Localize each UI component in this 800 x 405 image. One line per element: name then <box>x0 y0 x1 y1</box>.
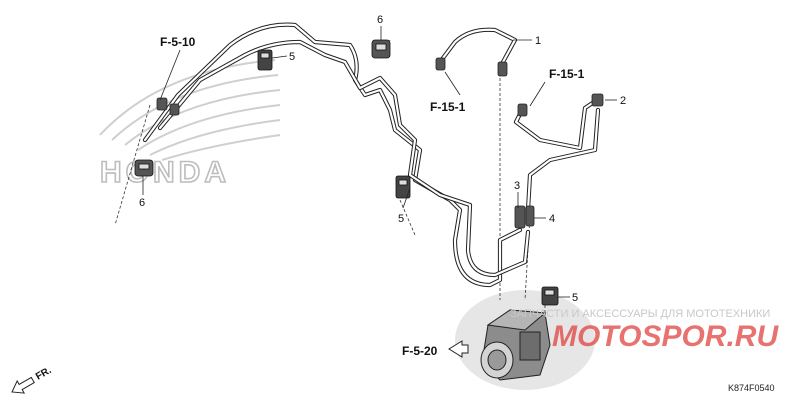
diagram-code: K874F0540 <box>728 383 775 393</box>
callout-4: 4 <box>549 213 555 225</box>
callout-5-top: 5 <box>289 51 295 63</box>
ref-label-f-15-1-left: F-15-1 <box>430 100 466 114</box>
clip-part-5-mid <box>395 175 411 199</box>
ref-label-f-5-20: F-5-20 <box>402 344 438 358</box>
brake-pipe-part-1 <box>437 27 518 75</box>
front-direction-label: FR. <box>34 365 54 383</box>
callout-1: 1 <box>535 35 541 47</box>
clip-part-5-low <box>541 286 559 306</box>
ref-arrow-f-5-20 <box>448 340 469 358</box>
leader-lines <box>142 26 617 298</box>
shop-watermark-logo: MOTOSPOR.RU <box>552 320 779 353</box>
callout-6-left: 6 <box>139 197 145 209</box>
honda-wing-watermark <box>99 59 281 161</box>
brake-pipe-part-2 <box>513 97 600 151</box>
callout-5-mid: 5 <box>398 213 404 225</box>
ref-label-f-5-10: F-5-10 <box>160 35 196 49</box>
abs-modulator-unit <box>480 309 551 381</box>
brake-pipe-secondary <box>157 39 531 278</box>
pipe-joint-fittings <box>156 57 604 229</box>
grommet-part-6-left <box>134 159 154 177</box>
front-direction-arrow-icon <box>11 376 35 394</box>
clip-part-5-top <box>257 49 273 71</box>
callout-6-top: 6 <box>377 14 383 26</box>
callout-5-low: 5 <box>572 292 578 304</box>
callout-3: 3 <box>514 180 520 192</box>
brake-pipe-main <box>142 22 523 288</box>
ref-label-f-15-1-top: F-15-1 <box>549 67 585 81</box>
brake-pipe-part-2-down <box>525 107 601 213</box>
honda-brand-watermark: HONDA <box>100 156 230 189</box>
shop-watermark-text: ЗАПЧАСТИ И АКСЕССУАРЫ ДЛЯ МОТОТЕХНИКИ <box>510 308 770 320</box>
grommet-part-6-top <box>371 39 391 59</box>
callout-2: 2 <box>620 95 626 107</box>
